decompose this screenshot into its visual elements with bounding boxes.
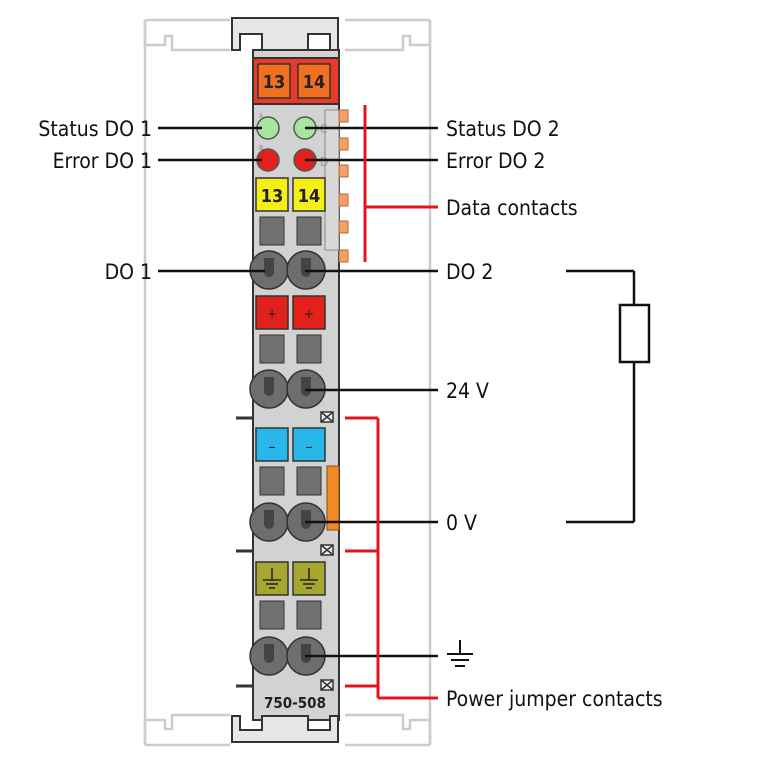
ground-icon-right [300, 568, 318, 589]
load-circuit [566, 269, 651, 524]
ground-icon-left [263, 568, 281, 589]
led-letter-d: D [320, 155, 328, 169]
label-do1: DO 1 [105, 260, 152, 284]
label-status-do1: Status DO 1 [38, 117, 152, 141]
plus-label-block: + + [255, 295, 326, 330]
label-error-do2: Error DO 2 [446, 149, 545, 173]
minus-label-block: – – [255, 427, 326, 462]
top-label-14: 14 [303, 72, 326, 93]
led-letter-b: B [259, 144, 263, 152]
plus-sign-1: + [267, 307, 277, 322]
led-letter-a: A [259, 112, 264, 120]
orange-side-contact [326, 465, 340, 531]
load-resistor [618, 303, 651, 364]
minus-sign-1: – [268, 437, 275, 456]
label-do2: DO 2 [446, 260, 493, 284]
ground-icon [447, 640, 473, 667]
data-contact-pins [338, 109, 349, 263]
data-contacts-bracket [363, 105, 438, 262]
yellow-label-block: 13 14 [255, 177, 326, 212]
left-leader-lines [158, 126, 265, 273]
label-24v: 24 V [446, 379, 489, 403]
minus-sign-2: – [305, 437, 312, 456]
label-error-do1: Error DO 1 [53, 149, 152, 173]
power-jumper-marks [236, 411, 334, 691]
top-label-13: 13 [263, 72, 286, 93]
right-labels: Status DO 2 Error DO 2 Data contacts DO … [446, 117, 663, 711]
mid-label-13: 13 [261, 186, 284, 207]
part-number: 750-508 [264, 694, 326, 712]
ground-terminal-row [249, 600, 326, 676]
top-label-block: 13 14 [252, 57, 340, 105]
left-labels: Status DO 1 Error DO 1 DO 1 [38, 117, 152, 284]
power-jumper-bracket [345, 416, 438, 700]
din-rail-outline [143, 18, 432, 747]
right-leader-lines [305, 126, 438, 658]
ground-label-block [255, 561, 326, 596]
mid-label-14: 14 [298, 186, 321, 207]
label-data-contacts: Data contacts [446, 196, 578, 220]
plus-sign-2: + [304, 307, 314, 322]
label-0v: 0 V [446, 511, 477, 535]
v24-terminal-row [249, 334, 326, 409]
label-power-jumper-contacts: Power jumper contacts [446, 687, 663, 711]
label-status-do2: Status DO 2 [446, 117, 560, 141]
